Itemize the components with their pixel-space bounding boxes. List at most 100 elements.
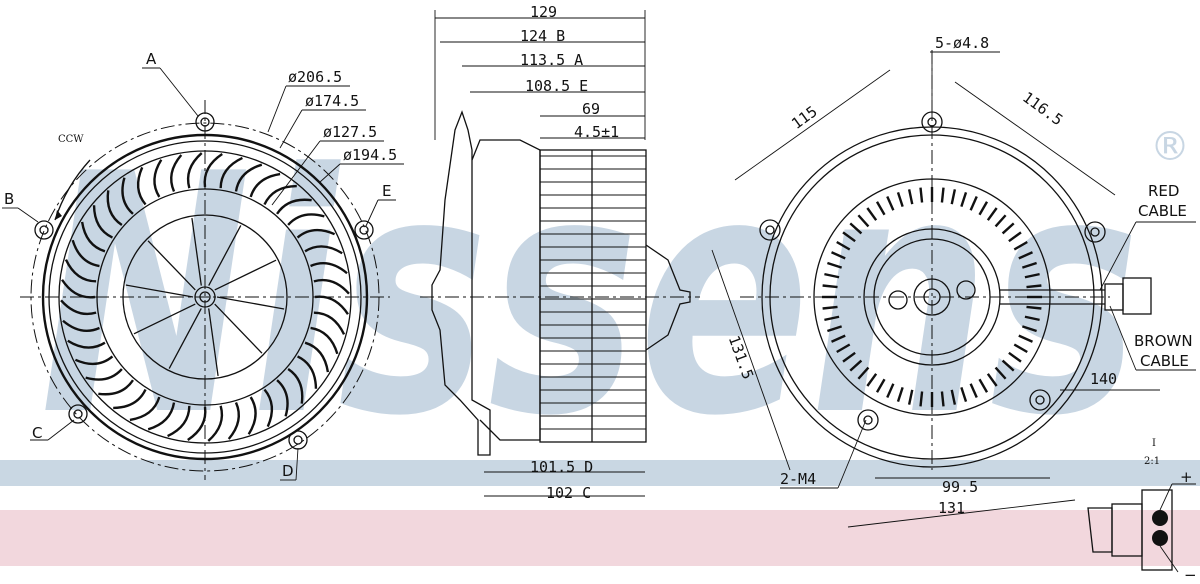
hub-spoke	[214, 303, 263, 354]
vent-rib	[994, 366, 1007, 380]
fan-blade	[247, 396, 257, 435]
vent-rib	[1021, 325, 1037, 333]
fan-blade	[287, 368, 304, 404]
fan-blade	[186, 152, 203, 189]
front-view: CCW A B C D E ø206.5 ø174.5 ø127.5 ø194.…	[2, 50, 404, 481]
vent-rib	[940, 391, 945, 407]
vent-rib	[857, 214, 870, 228]
vent-rib	[849, 359, 863, 372]
fan-blade	[67, 339, 106, 349]
vent-rib	[986, 373, 998, 387]
vent-rib	[827, 261, 843, 269]
dim-102-c: 102 C	[546, 484, 591, 502]
mount-hole	[39, 225, 49, 235]
hub-spoke	[208, 225, 242, 286]
vent-rib	[896, 192, 904, 208]
fan-blade	[310, 262, 348, 275]
fan-blade	[304, 245, 343, 255]
fan-blade	[203, 153, 223, 188]
red-cable-label-2: CABLE	[1138, 202, 1187, 220]
dim-124-b: 124 B	[520, 27, 565, 45]
fan-blade	[74, 355, 114, 366]
fan-blade	[98, 379, 134, 396]
vent-rib	[919, 187, 924, 203]
fan-blade	[276, 379, 289, 417]
fan-blade	[219, 156, 243, 189]
fan-blade	[296, 228, 336, 239]
watermark-logo: Nissens	[40, 104, 1140, 488]
vent-rib	[857, 366, 870, 380]
fan-blade	[263, 184, 297, 206]
mount-hole	[359, 225, 369, 235]
blue-band	[0, 460, 1200, 486]
vent-rib	[875, 201, 886, 216]
fan-blade	[314, 295, 349, 315]
vent-rib	[866, 373, 878, 387]
fan-blade	[62, 319, 100, 332]
vent-rib	[1024, 272, 1040, 279]
vent-rib	[831, 251, 846, 260]
vent-rib	[1008, 351, 1022, 363]
mount-lug	[1084, 221, 1106, 243]
brown-cable-label-2: CABLE	[1140, 352, 1189, 370]
mount-hole	[1090, 227, 1100, 237]
fan-blade	[80, 221, 106, 253]
dim-140: 140	[1090, 370, 1117, 388]
vent-rib	[1018, 251, 1033, 260]
fan-blade	[287, 213, 325, 226]
fan-blade	[296, 355, 318, 389]
vent-rib	[875, 378, 886, 393]
fan-blade	[71, 239, 100, 268]
diameter-174-5: ø174.5	[305, 92, 359, 110]
vent-rib	[1001, 359, 1015, 372]
brown-cable-label: BROWN	[1134, 332, 1193, 350]
vent-rib	[940, 187, 945, 203]
fan-blade	[276, 198, 312, 215]
holes-5-d4-8: 5-ø4.8	[935, 34, 989, 52]
fan-blade	[60, 299, 97, 316]
vent-rib	[960, 192, 968, 208]
vent-rib	[822, 305, 838, 310]
point-label-e: E	[382, 182, 391, 200]
mount-hole	[863, 415, 873, 425]
dim-4-5: 4.5±1	[574, 123, 619, 141]
vent-rib	[1024, 315, 1040, 322]
vent-rib	[978, 378, 989, 393]
mount-hole	[293, 435, 303, 445]
vent-rib	[824, 315, 840, 322]
detail-label: I	[1152, 438, 1156, 449]
vent-rib	[1018, 334, 1033, 343]
vent-rib	[849, 222, 863, 235]
dim-69: 69	[582, 100, 600, 118]
hub-spoke	[168, 308, 202, 369]
fan-blade	[61, 279, 96, 299]
fan-blade	[113, 388, 147, 410]
vent-rib	[842, 231, 856, 243]
fan-blade	[106, 190, 123, 226]
vent-rib	[836, 343, 851, 354]
vent-rib	[960, 386, 968, 402]
dim-113-5-a: 113.5 A	[520, 51, 583, 69]
vent-rib	[886, 196, 895, 211]
rotation-label: CCW	[58, 134, 84, 145]
point-label-c: C	[32, 424, 42, 442]
fan-blade	[85, 368, 123, 381]
fan-blade	[249, 172, 281, 198]
vent-rib	[827, 325, 843, 333]
fan-blade	[207, 405, 224, 442]
dim-131: 131	[938, 499, 965, 517]
fan-blade	[263, 388, 274, 428]
vent-rib	[907, 189, 914, 205]
mount-hole	[73, 409, 83, 419]
minus-terminal: −	[1184, 566, 1197, 584]
vent-rib	[950, 189, 957, 205]
detail-scale: 2:1	[1144, 456, 1160, 467]
vent-rib	[1013, 343, 1028, 354]
fan-blade	[153, 159, 163, 198]
mount-lug	[34, 220, 54, 240]
connector-detail: I 2:1 + −	[1087, 438, 1197, 584]
vent-rib	[1026, 284, 1042, 289]
pink-band	[0, 510, 1200, 566]
